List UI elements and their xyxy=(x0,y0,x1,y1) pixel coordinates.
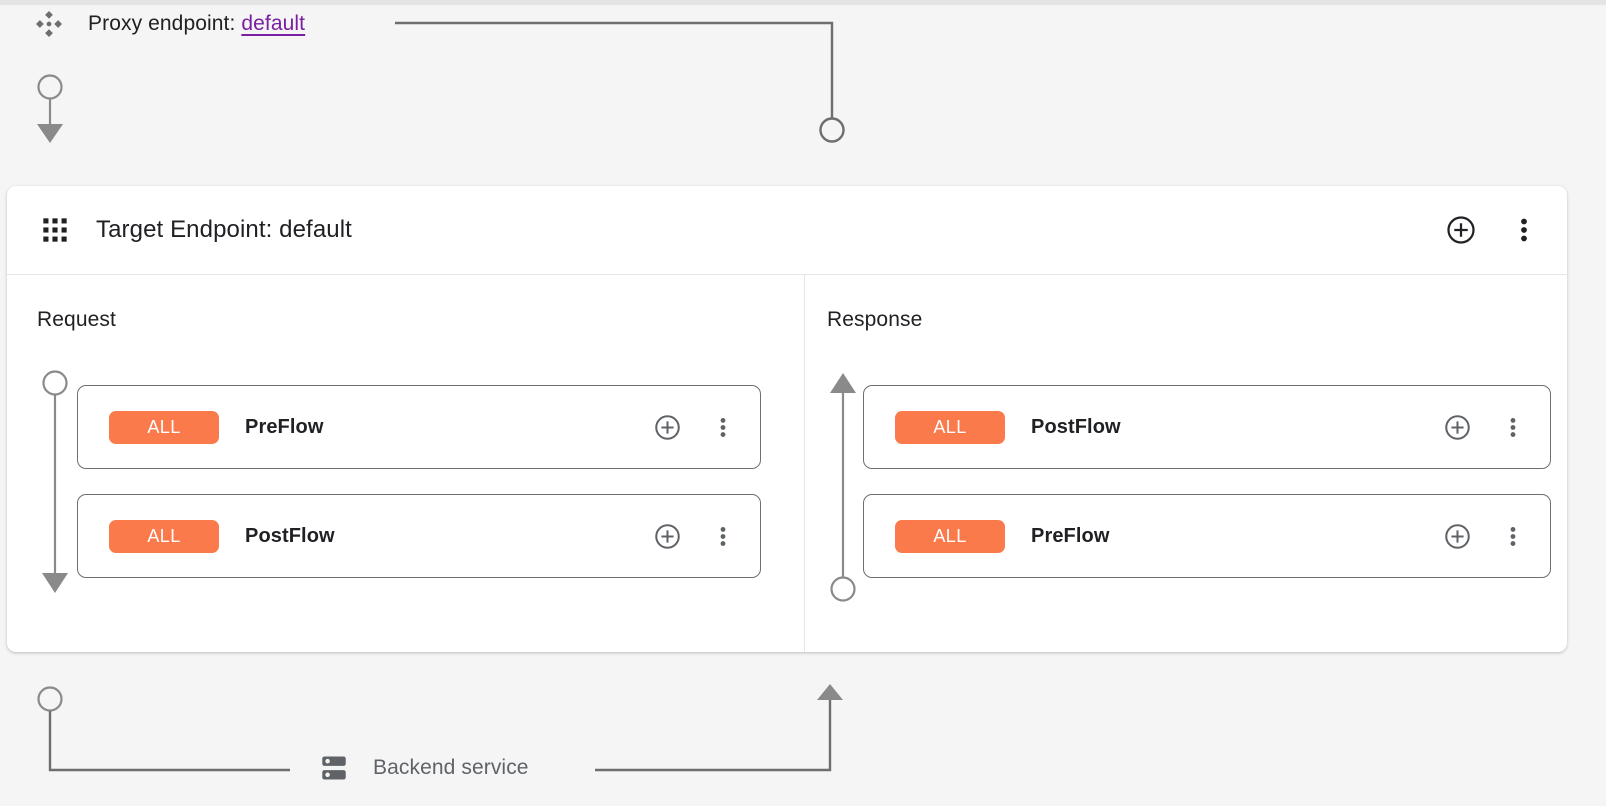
top-edge-strip xyxy=(0,0,1606,5)
backend-service-node[interactable]: Backend service xyxy=(318,752,529,784)
request-column: Request ALL PreFlow xyxy=(7,275,805,652)
plus-circle-icon xyxy=(1444,523,1471,550)
target-endpoint-header: Target Endpoint: default xyxy=(7,186,1567,275)
proxy-endpoint-value-link[interactable]: default xyxy=(241,12,306,35)
flow-card-actions xyxy=(650,410,740,444)
target-endpoint-menu-button[interactable] xyxy=(1507,213,1541,247)
plus-circle-icon xyxy=(1446,215,1476,245)
flow-card-menu-button[interactable] xyxy=(706,519,740,553)
status-badge: ALL xyxy=(895,410,1005,444)
flow-card-label: PreFlow xyxy=(245,415,324,438)
more-vert-icon xyxy=(713,523,733,550)
wire-node-target-out xyxy=(37,686,63,712)
plus-circle-icon xyxy=(1444,414,1471,441)
wire-backend-to-target xyxy=(595,700,832,772)
target-endpoint-panel: Target Endpoint: default xyxy=(7,186,1567,652)
more-vert-icon xyxy=(1503,414,1523,441)
add-policy-button[interactable] xyxy=(650,410,684,444)
flow-card-response-preflow[interactable]: ALL PreFlow xyxy=(863,494,1551,578)
response-flow-rail xyxy=(823,371,863,611)
flow-card-request-postflow[interactable]: ALL PostFlow xyxy=(77,494,761,578)
wire-proxy-down-arrowhead xyxy=(37,124,63,143)
request-column-title: Request xyxy=(37,308,116,331)
plus-circle-icon xyxy=(654,414,681,441)
more-vert-icon xyxy=(713,414,733,441)
flow-card-response-postflow[interactable]: ALL PostFlow xyxy=(863,385,1551,469)
flow-card-actions xyxy=(1440,519,1530,553)
wire-backend-up-arrowhead xyxy=(817,684,843,700)
backend-service-label: Backend service xyxy=(373,756,529,779)
more-vert-icon xyxy=(1512,215,1536,245)
wire-node-proxy-out xyxy=(37,74,63,100)
flow-columns: Request ALL PreFlow xyxy=(7,275,1567,652)
request-flow-list: ALL PreFlow xyxy=(77,385,761,603)
flow-card-label: PostFlow xyxy=(245,524,335,547)
proxy-endpoint-label: Proxy endpoint: default xyxy=(88,12,305,36)
target-endpoint-header-actions xyxy=(1444,213,1541,247)
page-title: Target Endpoint: default xyxy=(96,216,352,243)
status-badge: ALL xyxy=(109,410,219,444)
flow-card-menu-button[interactable] xyxy=(1496,519,1530,553)
flow-card-actions xyxy=(1440,410,1530,444)
server-rack-icon xyxy=(318,752,350,784)
flow-card-label: PreFlow xyxy=(1031,524,1110,547)
flow-card-menu-button[interactable] xyxy=(1496,410,1530,444)
wire-node-target-in xyxy=(819,117,845,143)
flow-card-label: PostFlow xyxy=(1031,415,1121,438)
flow-card-request-preflow[interactable]: ALL PreFlow xyxy=(77,385,761,469)
status-badge: ALL xyxy=(895,519,1005,553)
request-flow-rail xyxy=(35,370,75,611)
proxy-endpoint-label-text: Proxy endpoint: xyxy=(88,12,242,35)
proxy-endpoint-row: Proxy endpoint: default xyxy=(34,6,305,42)
add-policy-button[interactable] xyxy=(1440,519,1474,553)
response-flow-list: ALL PostFlow xyxy=(863,385,1551,603)
grid-apps-icon xyxy=(41,216,69,244)
status-badge: ALL xyxy=(109,519,219,553)
add-policy-button[interactable] xyxy=(1440,410,1474,444)
flow-card-menu-button[interactable] xyxy=(706,410,740,444)
flow-card-actions xyxy=(650,519,740,553)
response-column: Response ALL PostFlow xyxy=(805,275,1567,652)
wire-proxy-to-target xyxy=(395,21,834,118)
add-policy-button[interactable] xyxy=(650,519,684,553)
response-column-title: Response xyxy=(827,308,923,331)
add-policy-button[interactable] xyxy=(1444,213,1478,247)
proxy-endpoint-icon xyxy=(34,9,64,39)
more-vert-icon xyxy=(1503,523,1523,550)
plus-circle-icon xyxy=(654,523,681,550)
wire-target-to-backend xyxy=(48,711,290,772)
